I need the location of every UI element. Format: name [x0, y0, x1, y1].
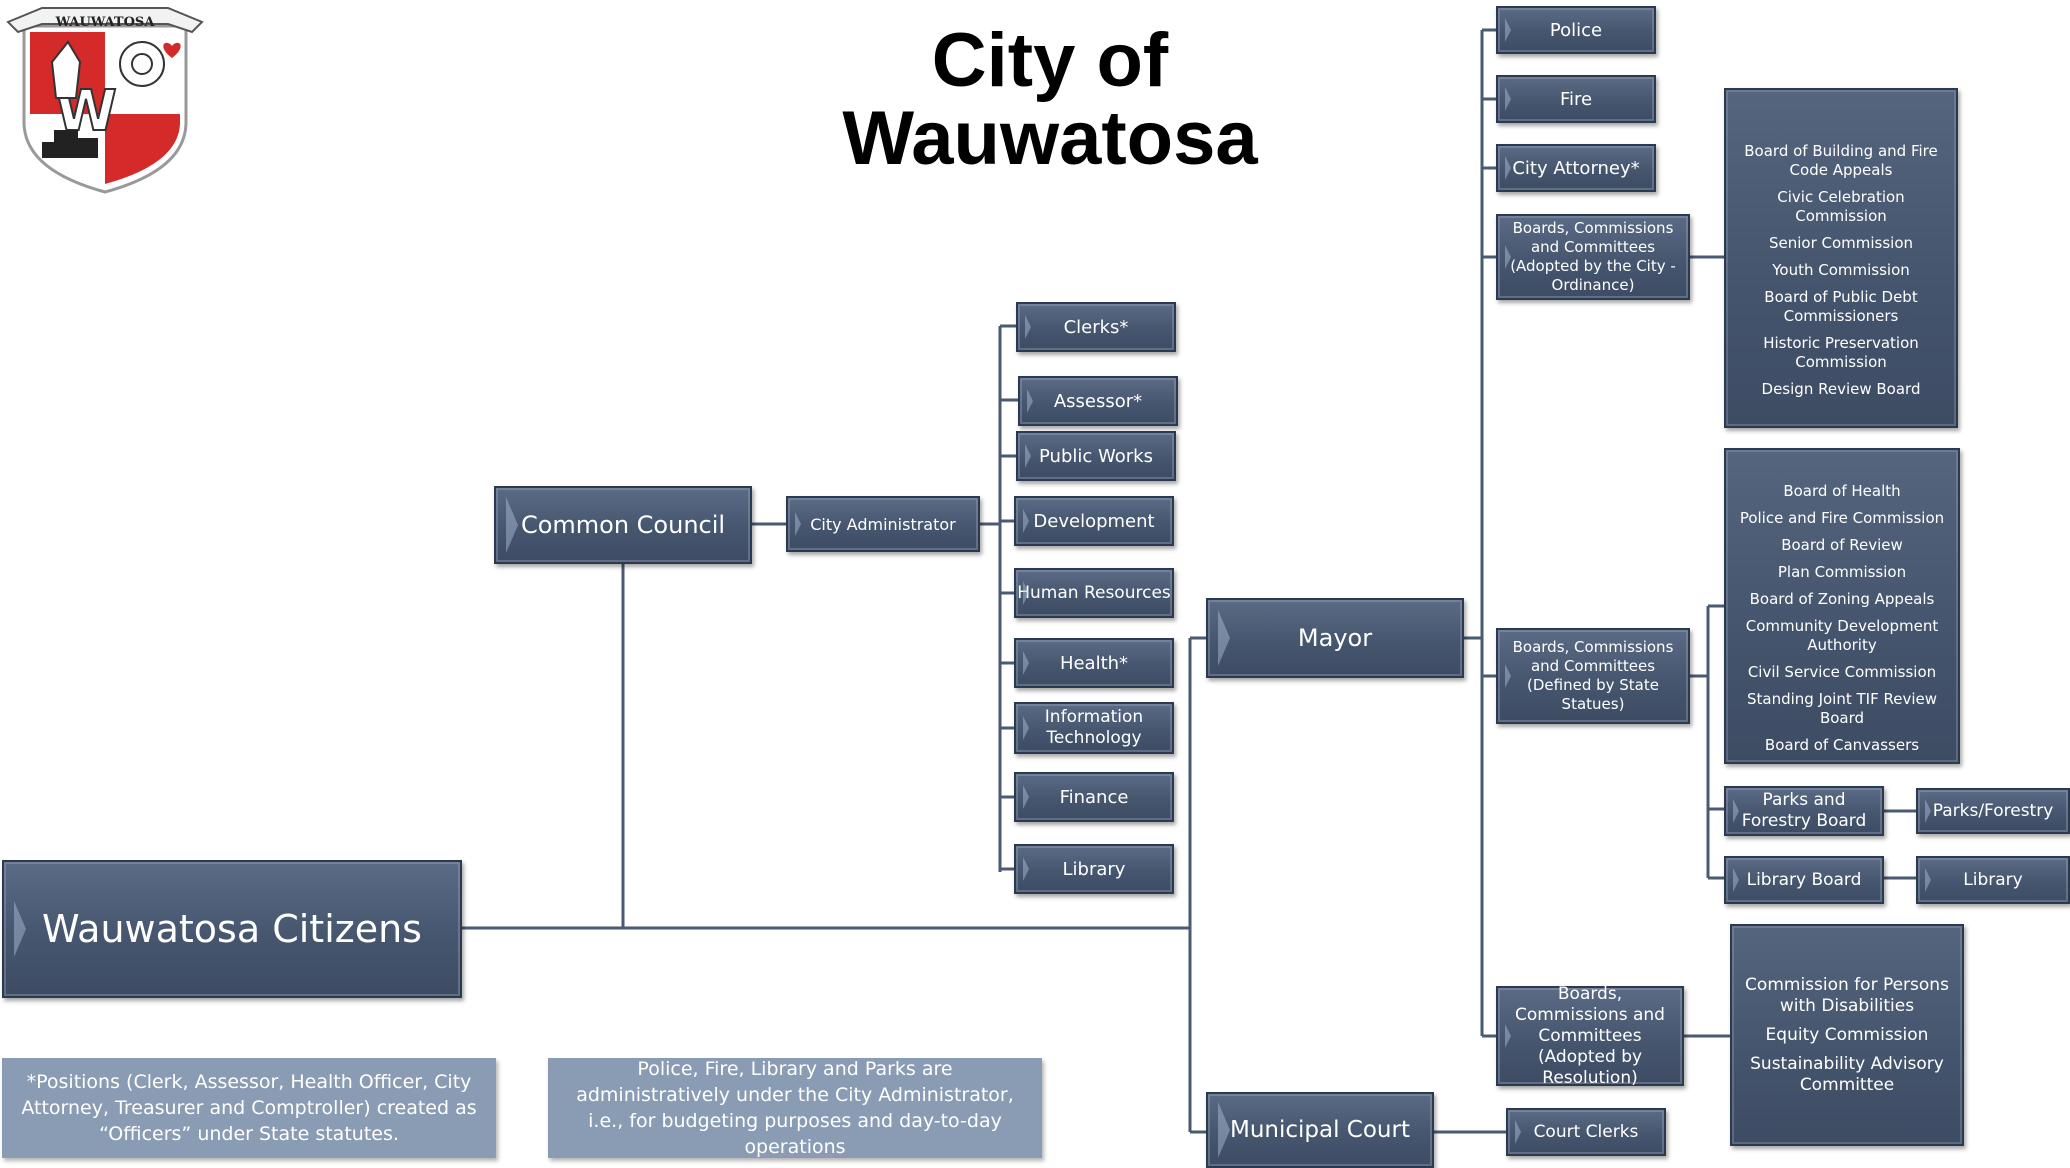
box-dept-health: Health* — [1014, 638, 1174, 688]
list-item: Board of Review — [1781, 536, 1903, 554]
list-item: Equity Commission — [1765, 1024, 1929, 1045]
note-officers-text: *Positions (Clerk, Assessor, Health Offi… — [21, 1071, 477, 1145]
list-item: Standing Joint TIF Review Board — [1746, 690, 1937, 727]
box-parks-forestry-board: Parks and Forestry Board — [1724, 786, 1884, 836]
note-administrative: Police, Fire, Library and Parks are admi… — [548, 1058, 1042, 1158]
boards-resolution-label: Boards, Commissions and Committees (Adop… — [1515, 983, 1665, 1088]
dept-label: Clerks* — [1063, 316, 1129, 338]
note-administrative-text: Police, Fire, Library and Parks are admi… — [576, 1058, 1014, 1158]
parks-forestry-label: Parks/Forestry — [1932, 801, 2054, 821]
dept-label: Library — [1062, 858, 1126, 880]
common-council-label: Common Council — [520, 511, 726, 539]
box-library-board: Library Board — [1724, 856, 1884, 904]
list-item: Police and Fire Commission — [1739, 509, 1945, 527]
list-item: Civic Celebration Commission — [1777, 188, 1905, 225]
list-item: Board of Health — [1783, 482, 1901, 500]
box-police: Police — [1496, 6, 1656, 54]
city-seal-logo: WAUWATOSA W — [6, 7, 204, 194]
box-municipal-court: Municipal Court — [1206, 1092, 1434, 1168]
box-city-attorney: City Attorney* — [1496, 144, 1656, 192]
list-boards-ordinance: Board of Building and Fire Code Appeals … — [1724, 88, 1958, 428]
list-item: Board of Public Debt Commissioners — [1764, 288, 1918, 325]
city-administrator-label: City Administrator — [810, 514, 956, 534]
box-dept-information-technology: Information Technology — [1014, 702, 1174, 754]
seal-banner-text: WAUWATOSA — [55, 15, 156, 30]
list-item: Board of Canvassers — [1764, 736, 1920, 754]
dept-label: Information Technology — [1044, 707, 1144, 748]
box-common-council: Common Council — [494, 486, 752, 564]
list-item: Youth Commission — [1772, 261, 1910, 279]
box-parks-forestry: Parks/Forestry — [1916, 788, 2070, 834]
box-boards-resolution: Boards, Commissions and Committees (Adop… — [1496, 983, 1684, 1088]
box-dept-library: Library — [1014, 844, 1174, 894]
boards-ordinance-label: Boards, Commissions and Committees (Adop… — [1510, 219, 1676, 294]
box-fire: Fire — [1496, 75, 1656, 123]
municipal-court-label: Municipal Court — [1229, 1117, 1410, 1143]
city-attorney-label: City Attorney* — [1512, 157, 1640, 179]
box-dept-clerks: Clerks* — [1016, 302, 1176, 352]
box-library-state: Library — [1916, 856, 2070, 904]
library-label: Library — [1963, 870, 2023, 890]
list-item: Senior Commission — [1768, 234, 1914, 252]
box-boards-state: Boards, Commissions and Committees (Defi… — [1496, 628, 1690, 724]
page-title: City of Wauwatosa — [842, 18, 1258, 181]
box-dept-assessor: Assessor* — [1018, 376, 1178, 426]
list-boards-resolution: Commission for Persons with Disabilities… — [1730, 924, 1964, 1146]
box-city-administrator: City Administrator — [786, 496, 980, 552]
police-label: Police — [1549, 19, 1603, 41]
list-item: Sustainability Advisory Committee — [1750, 1053, 1944, 1095]
court-clerks-label: Court Clerks — [1533, 1122, 1639, 1142]
list-item: Board of Zoning Appeals — [1749, 590, 1935, 608]
list-item: Plan Commission — [1777, 563, 1907, 581]
dept-label: Health* — [1059, 652, 1129, 674]
list-item: Commission for Persons with Disabilities — [1745, 974, 1949, 1016]
dept-label: Human Resources — [1017, 583, 1171, 603]
box-boards-ordinance: Boards, Commissions and Committees (Adop… — [1496, 214, 1690, 300]
box-dept-finance: Finance — [1014, 772, 1174, 822]
boards-state-label: Boards, Commissions and Committees (Defi… — [1512, 638, 1674, 713]
mayor-label: Mayor — [1297, 624, 1373, 652]
list-item: Board of Building and Fire Code Appeals — [1744, 142, 1938, 179]
dept-label: Public Works — [1039, 445, 1153, 467]
dept-label: Assessor* — [1053, 390, 1143, 412]
box-dept-development: Development — [1014, 496, 1174, 546]
list-boards-state: Board of Health Police and Fire Commissi… — [1724, 448, 1960, 764]
list-item: Community Development Authority — [1745, 617, 1939, 654]
dept-label: Finance — [1059, 786, 1129, 808]
list-item: Historic Preservation Commission — [1763, 334, 1919, 371]
library-board-label: Library Board — [1746, 870, 1862, 890]
dept-label: Development — [1033, 510, 1155, 532]
list-item: Design Review Board — [1761, 380, 1921, 398]
citizens-label: Wauwatosa Citizens — [42, 907, 422, 951]
box-mayor: Mayor — [1206, 598, 1464, 678]
parks-forestry-board-label: Parks and Forestry Board — [1741, 790, 1867, 831]
note-officers: *Positions (Clerk, Assessor, Health Offi… — [2, 1058, 496, 1158]
box-dept-human-resources: Human Resources — [1014, 568, 1174, 618]
box-court-clerks: Court Clerks — [1506, 1108, 1666, 1156]
list-item: Civil Service Commission — [1747, 663, 1937, 681]
box-wauwatosa-citizens: Wauwatosa Citizens — [2, 860, 462, 998]
fire-label: Fire — [1559, 88, 1593, 110]
box-dept-public-works: Public Works — [1016, 431, 1176, 481]
